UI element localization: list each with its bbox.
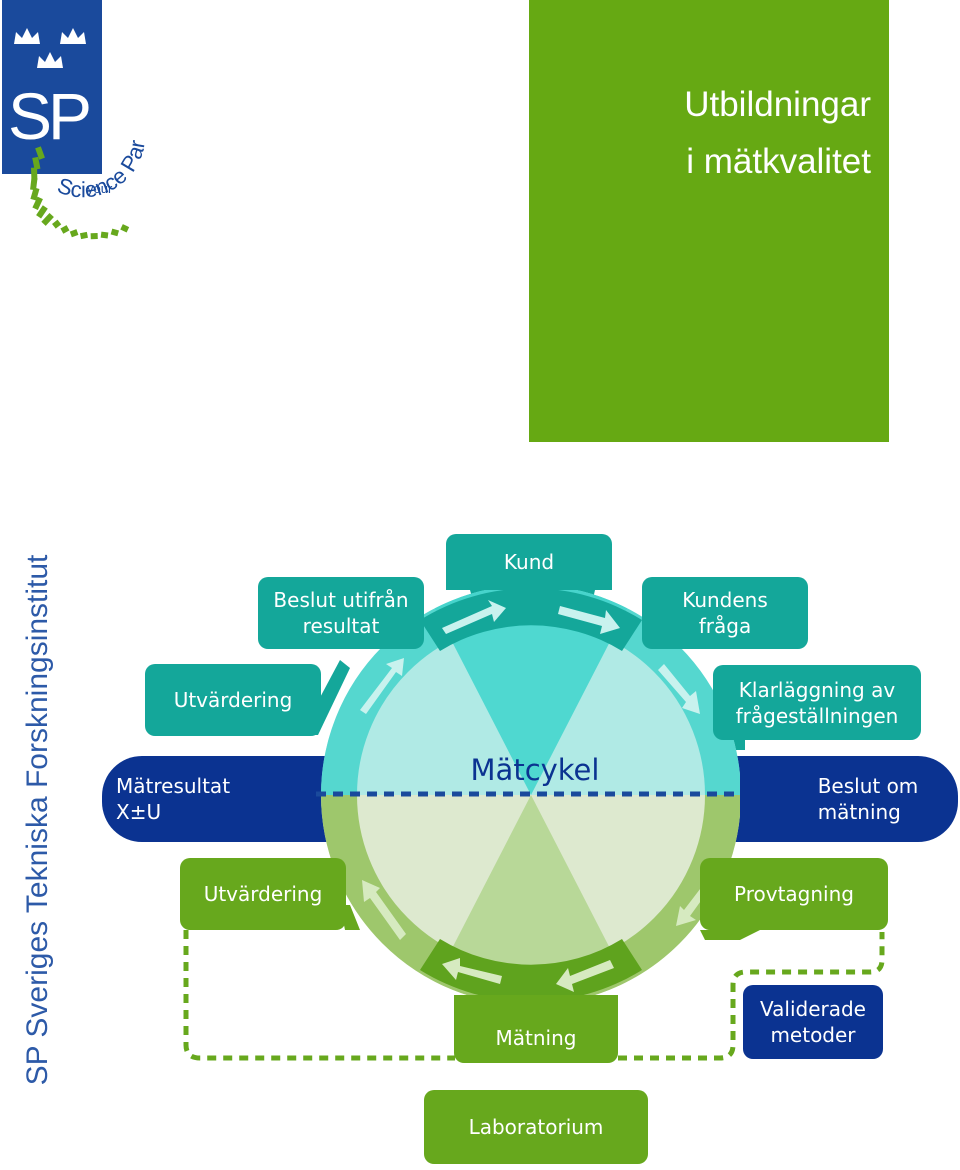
center-label: Mätcykel [470, 753, 600, 787]
box-provtagning: Provtagning [700, 858, 888, 930]
title-panel: Utbildningar i mätkvalitet [529, 0, 889, 442]
sp-logo: SP [2, 0, 102, 174]
logo-tagline-your: your [87, 181, 113, 196]
box-kundens-fraga-line-1: Kundens [682, 588, 768, 612]
box-matresultat: Mätresultat X±U [102, 756, 312, 842]
box-beslut-utifran-line-2: resultat [302, 614, 380, 638]
box-beslut-utifran: Beslut utifrån resultat [258, 577, 424, 649]
logo-dash-mark [60, 225, 70, 234]
logo-dash-mark [79, 231, 88, 240]
box-matning: Mätning [454, 995, 618, 1063]
box-beslut-om-matning-line-2: mätning [817, 800, 901, 824]
logo-dash-mark [110, 228, 120, 237]
logo-dash-mark [41, 212, 54, 226]
title-line-2: i mätkvalitet [686, 142, 871, 181]
logo-dash-mark [69, 229, 79, 238]
box-validerade-metoder: Validerade metoder [743, 985, 883, 1059]
title-line-1: Utbildningar [684, 85, 871, 124]
logo-dash-mark [52, 219, 62, 229]
logo-dash-mark [31, 167, 38, 180]
box-kund: Kund [446, 534, 612, 590]
logo-dash-mark [30, 177, 38, 191]
cycle-arrows [360, 600, 700, 714]
box-klarlaggning-line-1: Klarläggning av [738, 677, 896, 702]
logo-dash-mark [32, 196, 43, 211]
logo-dash-mark [90, 233, 98, 240]
crown-icon [14, 28, 86, 68]
box-utvardering-upper: Utvärdering [145, 664, 321, 736]
box-matresultat-line-1: Mätresultat [116, 774, 231, 798]
box-validerade-metoder-line-2: metoder [770, 1023, 856, 1047]
box-kundens-fraga: Kundens fråga [642, 577, 808, 649]
box-provtagning-label: Provtagning [734, 882, 854, 906]
box-utvardering-lower: Utvärdering [180, 858, 346, 930]
box-klarlaggning-line-2: frågeställningen [735, 703, 899, 728]
logo-dash-mark [120, 224, 130, 233]
box-laboratorium: Laboratorium [424, 1090, 648, 1164]
logo-dash-mark [30, 187, 40, 201]
box-matresultat-line-2: X±U [116, 800, 162, 824]
logo-dash-mark [32, 156, 41, 170]
box-utvardering-lower-label: Utvärdering [203, 882, 323, 906]
logo-dash-mark [36, 205, 48, 219]
box-beslut-utifran-line-1: Beslut utifrån [273, 588, 409, 612]
logo-dash-mark [35, 146, 45, 160]
box-beslut-om-matning: Beslut om mätning [740, 756, 958, 842]
logo-letters: SP [8, 79, 92, 153]
loop-dashed-lines [183, 930, 885, 1061]
logo-arc: Science Partner [0, 0, 150, 240]
box-beslut-om-matning-line-1: Beslut om [817, 774, 919, 798]
logo-dash-mark [100, 231, 109, 239]
box-matning-label: Mätning [495, 1026, 577, 1050]
box-klarlaggning: Klarläggning av frågeställningen [713, 665, 921, 740]
box-utvardering-upper-label: Utvärdering [173, 688, 293, 712]
box-laboratorium-label: Laboratorium [468, 1115, 604, 1139]
box-validerade-metoder-line-1: Validerade [760, 997, 866, 1021]
box-kundens-fraga-line-2: fråga [698, 614, 752, 638]
box-kund-label: Kund [503, 550, 555, 574]
